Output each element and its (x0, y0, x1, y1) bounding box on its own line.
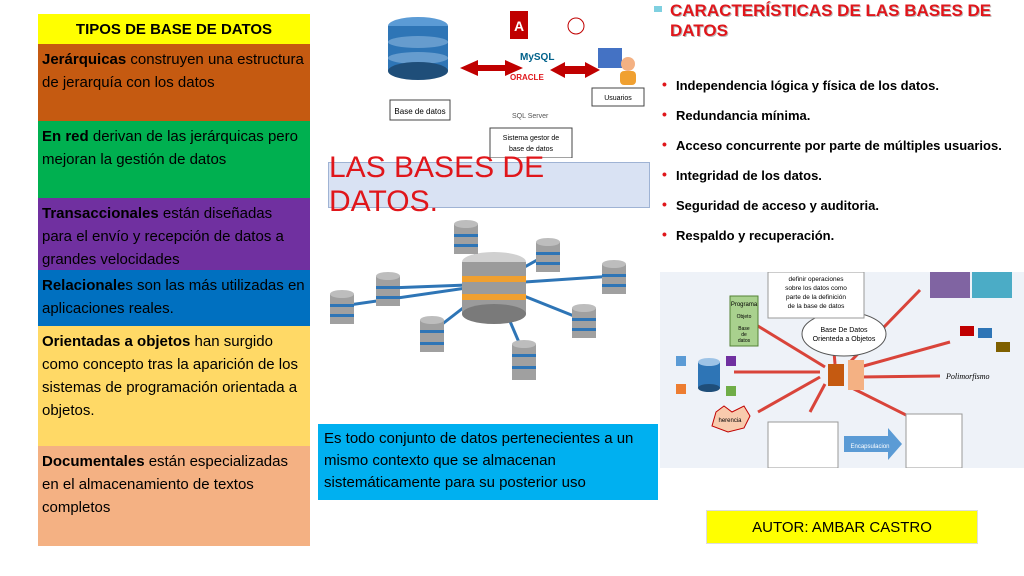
double-arrow-icon (550, 62, 600, 78)
type-desc: derivan de las jerárquicas pero mejoran … (42, 128, 298, 168)
object-oriented-diagram: Base De Datos Orienteda a Objetos defini… (660, 272, 1024, 468)
bullet-icon: • (662, 166, 667, 182)
db-label: Base de datos (394, 107, 445, 116)
oo-note: definir operaciones (789, 276, 845, 283)
database-icon (572, 304, 596, 338)
server-grid-icon (930, 272, 1012, 298)
type-name: Documentales (42, 453, 145, 470)
type-name: Jerárquicas (42, 51, 127, 68)
oo-note: de la base de datos (788, 303, 845, 310)
bullet-icon: • (662, 76, 667, 92)
sqlserver-logo: SQL Server (512, 113, 549, 120)
type-desc: han surgido como concepto tras la aparic… (42, 333, 298, 419)
database-icon (602, 260, 626, 294)
types-title: TIPOS DE BASE DE DATOS (38, 14, 310, 44)
sgbd-label: Sistema gestor de (503, 135, 560, 142)
type-name: En red (42, 128, 89, 145)
dbms-diagram: Base de datos A MySQL ORACLE SQL Server … (380, 8, 650, 158)
type-name: Transaccionales (42, 205, 159, 222)
type-transactional: Transaccionales están diseñadas para el … (38, 198, 310, 270)
database-icon (420, 316, 444, 352)
database-icon (536, 238, 560, 272)
list-item: •Respaldo y recuperación. (662, 226, 835, 243)
oo-datos: datos (738, 338, 751, 344)
oo-datos: Base (738, 326, 750, 332)
sgbd-label: base de datos (509, 146, 553, 153)
type-desc: s son las más utilizadas en aplicaciones… (42, 277, 305, 317)
database-icon (454, 220, 478, 254)
list-item: •Acceso concurrente por parte de múltipl… (662, 136, 1002, 153)
list-item: •Redundancia mínima. (662, 106, 811, 123)
author-badge: AUTOR: AMBAR CASTRO (706, 510, 978, 544)
list-item: •Integridad de los datos. (662, 166, 822, 183)
bullet-icon: • (662, 106, 667, 122)
devices-icon (960, 326, 1010, 352)
list-item: •Independencia lógica y física de los da… (662, 76, 939, 93)
bullet-icon: • (662, 226, 667, 242)
oo-center-label: Orienteda a Objetos (813, 336, 876, 343)
objects-cluster-icon (676, 356, 736, 396)
arrow-icon (844, 428, 902, 460)
database-icon (376, 272, 400, 306)
access-icon (510, 11, 528, 39)
type-documental: Documentales están especializadas en el … (38, 446, 310, 546)
oo-objeto: Objeto (737, 314, 752, 320)
bullet-icon: • (662, 196, 667, 212)
oo-encapsulacion: Encapsulacion (850, 444, 889, 450)
type-object-oriented: Orientadas a objetos han surgido como co… (38, 326, 310, 446)
class-diagram-icon (767, 421, 839, 468)
oo-datos: de (741, 332, 747, 338)
database-icon (512, 340, 536, 380)
list-item: •Seguridad de acceso y auditoria. (662, 196, 880, 213)
oo-note: sobre los datos como (785, 285, 847, 292)
type-relational: Relacionales son las más utilizadas en a… (38, 270, 310, 326)
oo-herencia: herencia (718, 418, 742, 424)
oracle-logo: ORACLE (510, 73, 544, 82)
type-name: Relacionale (42, 277, 126, 294)
double-arrow-icon (460, 60, 523, 76)
document-icon (905, 413, 963, 468)
object-icon (828, 360, 864, 390)
users-label: Usuarios (604, 95, 632, 102)
type-desc: están diseñadas para el envío y recepció… (42, 205, 284, 268)
svg-text:A: A (514, 18, 524, 34)
mysql-logo: MySQL (520, 52, 554, 63)
type-hierarchical: Jerárquicas construyen una estructura de… (38, 44, 310, 121)
characteristics-list: •Independencia lógica y física de los da… (662, 76, 1022, 258)
bullet-icon: • (662, 136, 667, 152)
database-icon (388, 17, 448, 80)
user-computer-icon (598, 48, 636, 85)
definition-box: Es todo conjunto de datos pertenecientes… (318, 424, 658, 500)
database-icon (698, 358, 720, 392)
oo-center-label: Base De Datos (820, 327, 868, 334)
type-name: Orientadas a objetos (42, 333, 191, 350)
page-title: LAS BASES DE DATOS. (328, 151, 650, 218)
database-network-illustration (330, 220, 626, 380)
logo-icon (567, 17, 585, 35)
type-network: En red derivan de las jerárquicas pero m… (38, 121, 310, 198)
database-icon (330, 290, 354, 324)
oo-polimorfismo: Polimorfismo (945, 372, 990, 381)
oo-programa: Programa (731, 302, 758, 308)
type-desc: construyen una estructura de jerarquía c… (42, 51, 304, 91)
database-icon (462, 252, 526, 324)
type-desc: están especializadas en el almacenamient… (42, 453, 288, 516)
burst-icon (711, 405, 751, 433)
oo-note: parte de la definición (786, 294, 846, 301)
characteristics-title: CARACTERÍSTICAS DE LAS BASES DE DATOS (670, 1, 992, 40)
title-accent (654, 6, 662, 12)
